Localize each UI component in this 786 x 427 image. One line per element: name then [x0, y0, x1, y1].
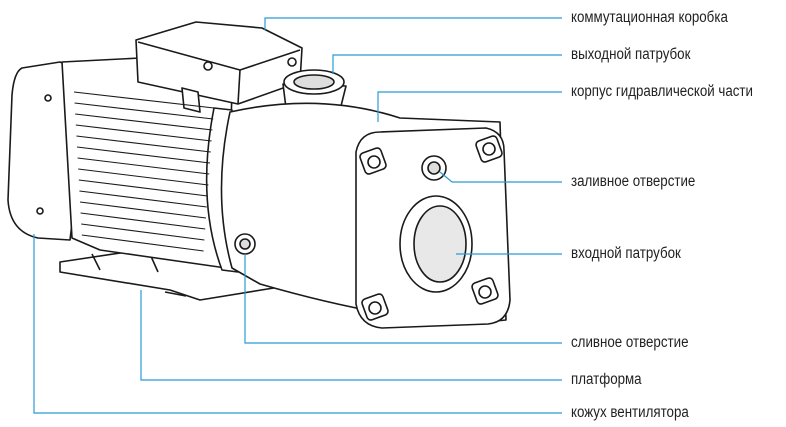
motor-fin — [80, 212, 206, 230]
terminal-box-shape — [135, 21, 303, 105]
motor-fin — [76, 146, 211, 164]
motor-fin — [79, 201, 207, 219]
outlet-label: выходной патрубок — [571, 46, 691, 63]
motor-fin — [78, 179, 208, 197]
inlet-label: входной патрубок — [571, 245, 681, 262]
motor-fin — [77, 157, 210, 175]
platform-leader-line — [140, 290, 562, 381]
motor-fin — [75, 124, 212, 142]
motor-fin — [81, 223, 205, 241]
terminal-box-leader-line — [264, 17, 562, 30]
fill-hole-label: заливное отверстие — [571, 173, 696, 190]
drain-hole-leader-line — [244, 254, 562, 344]
hydraulic-housing-label: корпус гидравлической части — [571, 83, 753, 100]
fan-cover-leader-line — [33, 234, 562, 414]
fan-cover-label: кожух вентилятора — [571, 404, 689, 421]
fill-hole-leader-line — [439, 171, 562, 183]
drain-hole-label: сливное отверстие — [571, 334, 689, 351]
motor-fin — [78, 168, 209, 186]
motor-fin — [79, 190, 207, 208]
platform-label: платформа — [571, 371, 642, 388]
outlet-leader-line — [332, 54, 562, 74]
motor-fin — [81, 234, 204, 252]
motor-fin — [74, 102, 214, 120]
motor-fin — [73, 91, 215, 109]
motor-fin — [75, 113, 213, 131]
motor-fin — [76, 135, 211, 153]
hydraulic-housing-leader-line — [377, 91, 562, 122]
terminal-box-label: коммутационная коробка — [571, 9, 728, 26]
